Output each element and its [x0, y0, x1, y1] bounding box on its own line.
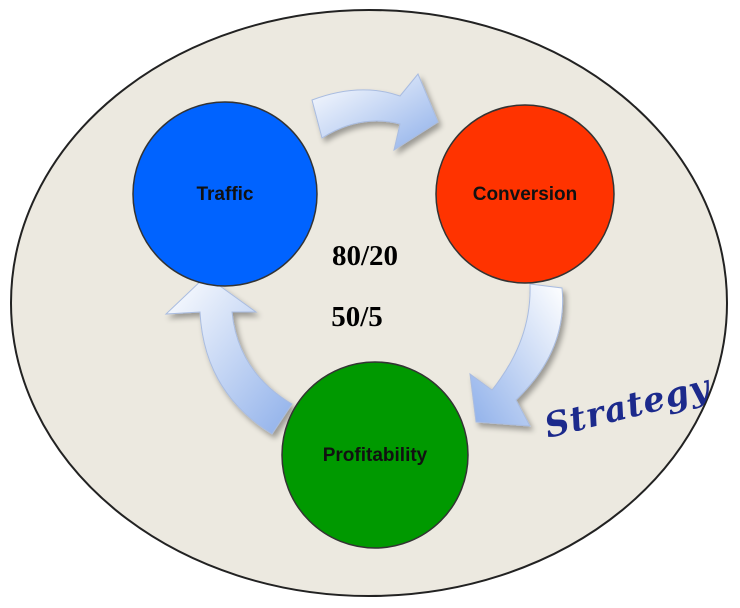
ratio-secondary: 50/5 — [331, 301, 383, 333]
arrow-traffic-to-conversion — [311, 73, 439, 152]
arrow-profitability-to-traffic — [164, 275, 293, 435]
arrow-conversion-to-profitability — [469, 283, 564, 427]
ratio-primary: 80/20 — [332, 240, 398, 272]
conversion-circle — [435, 104, 615, 284]
traffic-label: Traffic — [196, 184, 253, 205]
profitability-circle — [281, 361, 469, 549]
node-profitability: Profitability — [281, 361, 469, 549]
node-traffic: Traffic — [132, 101, 318, 287]
conversion-label: Conversion — [473, 184, 578, 205]
profitability-label: Profitability — [323, 445, 428, 466]
node-conversion: Conversion — [435, 104, 615, 284]
traffic-circle — [132, 101, 318, 287]
